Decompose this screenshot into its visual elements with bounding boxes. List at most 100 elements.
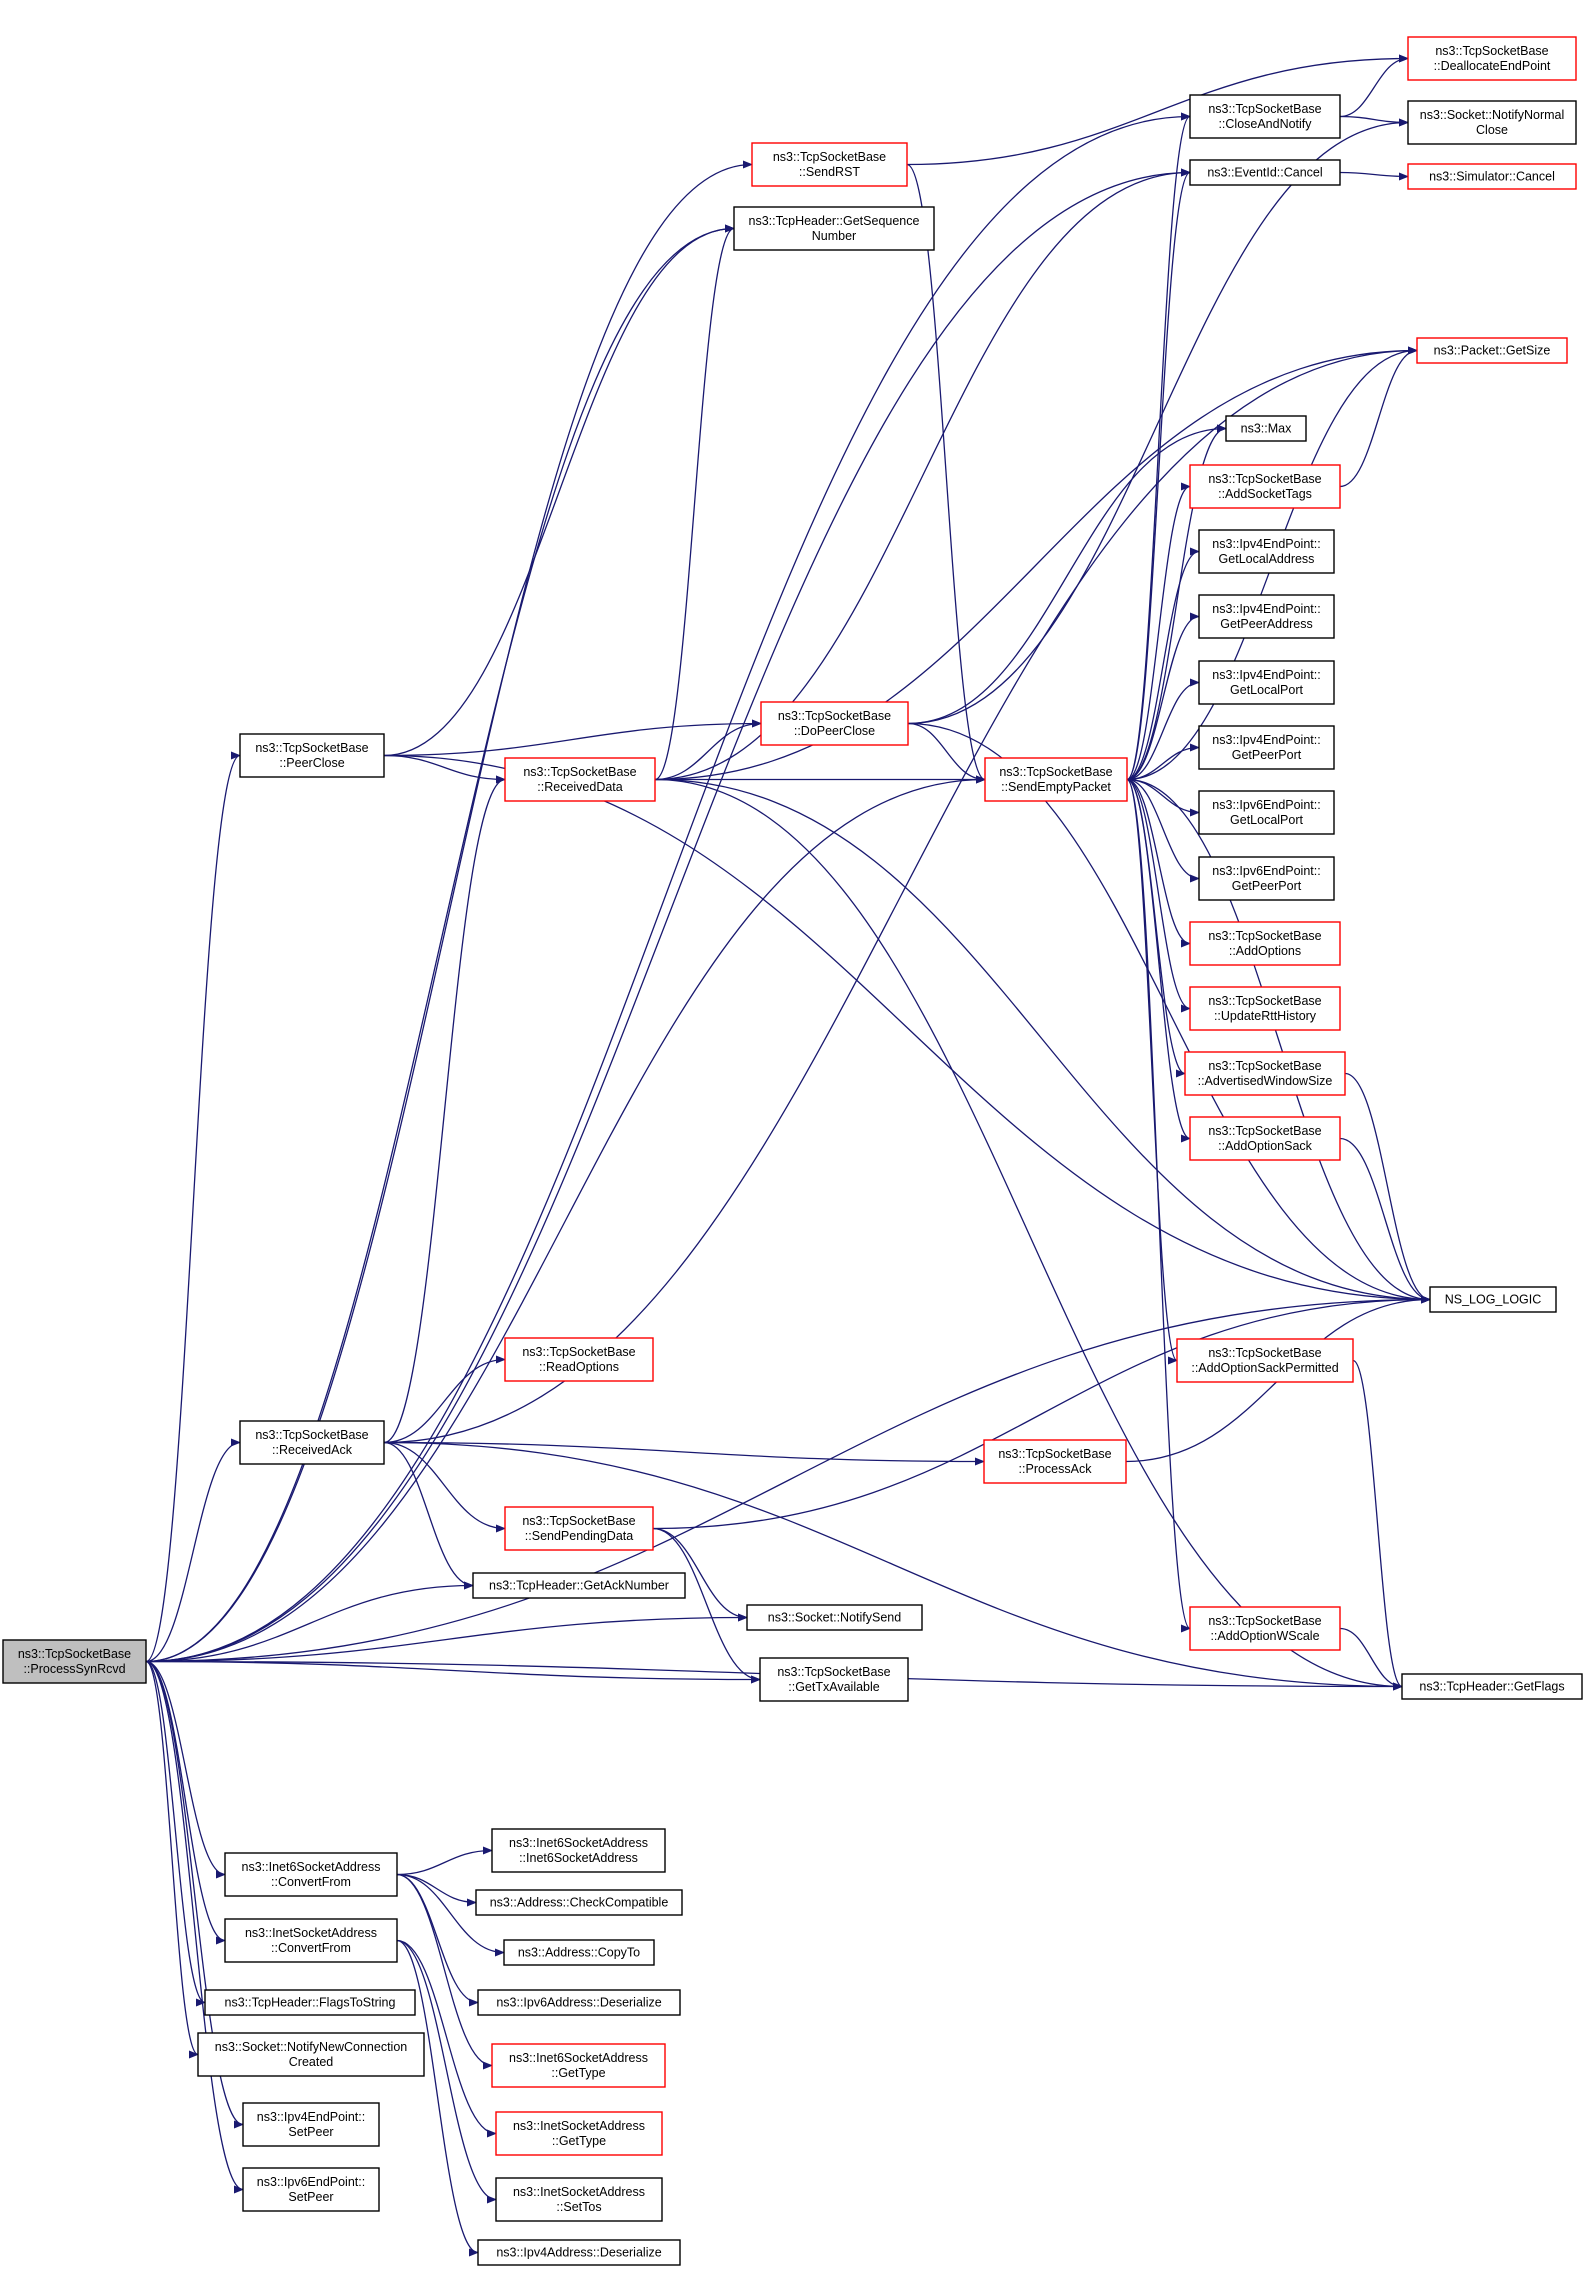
node-label-line: ns3::Inet6SocketAddress bbox=[509, 2051, 648, 2065]
node-label-line: ::ConvertFrom bbox=[271, 1941, 351, 1955]
node-label-line: GetPeerPort bbox=[1232, 879, 1302, 893]
node-label-line: ns3::Ipv4EndPoint:: bbox=[1212, 602, 1320, 616]
edge-sendRST-to-sendEmptyPacket bbox=[906, 163, 986, 784]
node-label-line: ::GetType bbox=[552, 2134, 606, 2148]
node-peer-close[interactable]: ns3::TcpSocketBase::PeerClose bbox=[239, 733, 385, 778]
node-received-ack[interactable]: ns3::TcpSocketBase::ReceivedAck bbox=[239, 1420, 385, 1465]
node-label-line: ns3::Address::CheckCompatible bbox=[490, 1896, 669, 1910]
edge-processSynRcvd-to-ipv6SetPeer bbox=[145, 1660, 244, 2194]
node-box bbox=[1198, 725, 1335, 770]
node-box bbox=[495, 2111, 663, 2156]
node-label-line: NS_LOG_LOGIC bbox=[1445, 1293, 1542, 1307]
node-box bbox=[504, 1337, 654, 1382]
node-label-line: ns3::TcpHeader::GetFlags bbox=[1419, 1680, 1564, 1694]
node-label-line: ::SetTos bbox=[556, 2200, 601, 2214]
node-box bbox=[1176, 1338, 1354, 1383]
node-add-option-wscale[interactable]: ns3::TcpSocketBase::AddOptionWScale bbox=[1189, 1606, 1341, 1651]
edge-inet6ConvertFrom-to-inet6Ctor bbox=[396, 1846, 493, 1876]
edge-processSynRcvd-to-getAckNumber bbox=[145, 1581, 474, 1663]
node-ipv4-deserialize[interactable]: ns3::Ipv4Address::Deserialize bbox=[477, 2239, 681, 2266]
node-box bbox=[1198, 790, 1335, 835]
node-box bbox=[760, 701, 909, 746]
node-inet-set-tos[interactable]: ns3::InetSocketAddress::SetTos bbox=[495, 2177, 663, 2222]
node-flags-to-string[interactable]: ns3::TcpHeader::FlagsToString bbox=[204, 1989, 416, 2016]
node-inet-convert-from[interactable]: ns3::InetSocketAddress::ConvertFrom bbox=[224, 1918, 398, 1963]
node-inet-get-type[interactable]: ns3::InetSocketAddress::GetType bbox=[495, 2111, 663, 2156]
node-simulator-cancel[interactable]: ns3::Simulator::Cancel bbox=[1407, 163, 1577, 190]
edge-sendEmptyPacket-to-ipv4GetLocalPort bbox=[1126, 678, 1200, 781]
node-ipv6-get-local-port[interactable]: ns3::Ipv6EndPoint::GetLocalPort bbox=[1198, 790, 1335, 835]
node-inet6-get-type[interactable]: ns3::Inet6SocketAddress::GetType bbox=[491, 2043, 666, 2088]
node-box bbox=[242, 2102, 380, 2147]
edge-sendRST-to-deallocateEndPoint bbox=[906, 54, 1409, 166]
edge-doPeerClose-to-sendEmptyPacket bbox=[907, 722, 986, 784]
node-process-ack[interactable]: ns3::TcpSocketBase::ProcessAck bbox=[983, 1439, 1127, 1484]
edge-addOptionSack-to-nsLogLogic bbox=[1339, 1137, 1431, 1304]
node-ipv4-get-local-address[interactable]: ns3::Ipv4EndPoint::GetLocalAddress bbox=[1198, 529, 1335, 574]
node-label-line: ns3::InetSocketAddress bbox=[513, 2185, 645, 2199]
node-get-ack-number[interactable]: ns3::TcpHeader::GetAckNumber bbox=[472, 1572, 686, 1599]
node-add-option-sack-permitted[interactable]: ns3::TcpSocketBase::AddOptionSackPermitt… bbox=[1176, 1338, 1354, 1383]
node-event-cancel[interactable]: ns3::EventId::Cancel bbox=[1189, 159, 1341, 186]
node-do-peer-close[interactable]: ns3::TcpSocketBase::DoPeerClose bbox=[760, 701, 909, 746]
edge-inetConvertFrom-to-inetSetTos bbox=[396, 1939, 497, 2204]
node-box bbox=[504, 1506, 654, 1551]
node-copy-to[interactable]: ns3::Address::CopyTo bbox=[503, 1939, 655, 1966]
node-label-line: ::CloseAndNotify bbox=[1218, 117, 1312, 131]
node-box bbox=[504, 757, 656, 802]
edge-sendEmptyPacket-to-max bbox=[1126, 424, 1227, 781]
node-deallocate-end-point[interactable]: ns3::TcpSocketBase::DeallocateEndPoint bbox=[1407, 36, 1577, 81]
edge-doPeerClose-to-nsLogLogic bbox=[907, 722, 1431, 1304]
node-label-line: ns3::Ipv4EndPoint:: bbox=[257, 2110, 365, 2124]
node-send-empty-packet[interactable]: ns3::TcpSocketBase::SendEmptyPacket bbox=[984, 757, 1128, 802]
node-box bbox=[1189, 1116, 1341, 1161]
edge-receivedData-to-getFlags bbox=[654, 778, 1403, 1691]
node-notify-send[interactable]: ns3::Socket::NotifySend bbox=[746, 1604, 923, 1631]
edge-inetConvertFrom-to-ipv4Deserialize bbox=[396, 1939, 479, 2257]
node-get-flags[interactable]: ns3::TcpHeader::GetFlags bbox=[1401, 1673, 1583, 1700]
node-ipv6-get-peer-port[interactable]: ns3::Ipv6EndPoint::GetPeerPort bbox=[1198, 856, 1335, 901]
node-label-line: ns3::Max bbox=[1241, 422, 1292, 436]
node-ns-log-logic[interactable]: NS_LOG_LOGIC bbox=[1429, 1286, 1557, 1313]
node-get-tx-available[interactable]: ns3::TcpSocketBase::GetTxAvailable bbox=[759, 1657, 909, 1702]
node-label-line: ::ConvertFrom bbox=[271, 1875, 351, 1889]
node-add-options[interactable]: ns3::TcpSocketBase::AddOptions bbox=[1189, 921, 1341, 966]
node-send-rst[interactable]: ns3::TcpSocketBase::SendRST bbox=[751, 142, 908, 187]
node-send-pending-data[interactable]: ns3::TcpSocketBase::SendPendingData bbox=[504, 1506, 654, 1551]
edge-processSynRcvd-to-ipv4SetPeer bbox=[145, 1660, 244, 2129]
edge-inet6ConvertFrom-to-inet6GetType bbox=[396, 1873, 493, 2070]
edge-closeAndNotify-to-notifyNormalClose bbox=[1339, 115, 1409, 127]
node-ipv4-set-peer[interactable]: ns3::Ipv4EndPoint::SetPeer bbox=[242, 2102, 380, 2147]
node-ipv4-get-local-port[interactable]: ns3::Ipv4EndPoint::GetLocalPort bbox=[1198, 660, 1335, 705]
node-label-line: ns3::Socket::NotifySend bbox=[768, 1611, 901, 1625]
node-ipv6-set-peer[interactable]: ns3::Ipv6EndPoint::SetPeer bbox=[242, 2167, 380, 2212]
node-read-options[interactable]: ns3::TcpSocketBase::ReadOptions bbox=[504, 1337, 654, 1382]
node-ipv4-get-peer-port[interactable]: ns3::Ipv4EndPoint::GetPeerPort bbox=[1198, 725, 1335, 770]
node-inet6-ctor[interactable]: ns3::Inet6SocketAddress::Inet6SocketAddr… bbox=[491, 1828, 666, 1873]
node-box bbox=[1401, 1673, 1583, 1700]
node-advertised-window-size[interactable]: ns3::TcpSocketBase::AdvertisedWindowSize bbox=[1184, 1051, 1346, 1096]
node-box bbox=[204, 1989, 416, 2016]
node-check-compatible[interactable]: ns3::Address::CheckCompatible bbox=[475, 1889, 683, 1916]
node-label-line: SetPeer bbox=[288, 2190, 333, 2204]
node-label-line: ns3::Inet6SocketAddress bbox=[509, 1836, 648, 1850]
node-close-and-notify[interactable]: ns3::TcpSocketBase::CloseAndNotify bbox=[1189, 94, 1341, 139]
node-ipv6-deserialize[interactable]: ns3::Ipv6Address::Deserialize bbox=[477, 1989, 681, 2016]
node-packet-get-size[interactable]: ns3::Packet::GetSize bbox=[1416, 337, 1568, 364]
node-inet6-convert-from[interactable]: ns3::Inet6SocketAddress::ConvertFrom bbox=[224, 1852, 398, 1897]
node-ipv4-get-peer-address[interactable]: ns3::Ipv4EndPoint::GetPeerAddress bbox=[1198, 594, 1335, 639]
node-received-data[interactable]: ns3::TcpSocketBase::ReceivedData bbox=[504, 757, 656, 802]
edge-sendEmptyPacket-to-ipv4GetPeerAddress bbox=[1126, 612, 1200, 781]
node-box bbox=[733, 206, 935, 251]
node-update-rtt-history[interactable]: ns3::TcpSocketBase::UpdateRttHistory bbox=[1189, 986, 1341, 1031]
node-add-socket-tags[interactable]: ns3::TcpSocketBase::AddSocketTags bbox=[1189, 464, 1341, 509]
node-add-option-sack[interactable]: ns3::TcpSocketBase::AddOptionSack bbox=[1189, 1116, 1341, 1161]
node-box bbox=[1189, 986, 1341, 1031]
node-max[interactable]: ns3::Max bbox=[1225, 415, 1307, 442]
node-label-line: GetPeerPort bbox=[1232, 748, 1302, 762]
node-label-line: ::AddOptions bbox=[1229, 944, 1301, 958]
edge-sendEmptyPacket-to-ipv4GetPeerPort bbox=[1126, 743, 1200, 781]
